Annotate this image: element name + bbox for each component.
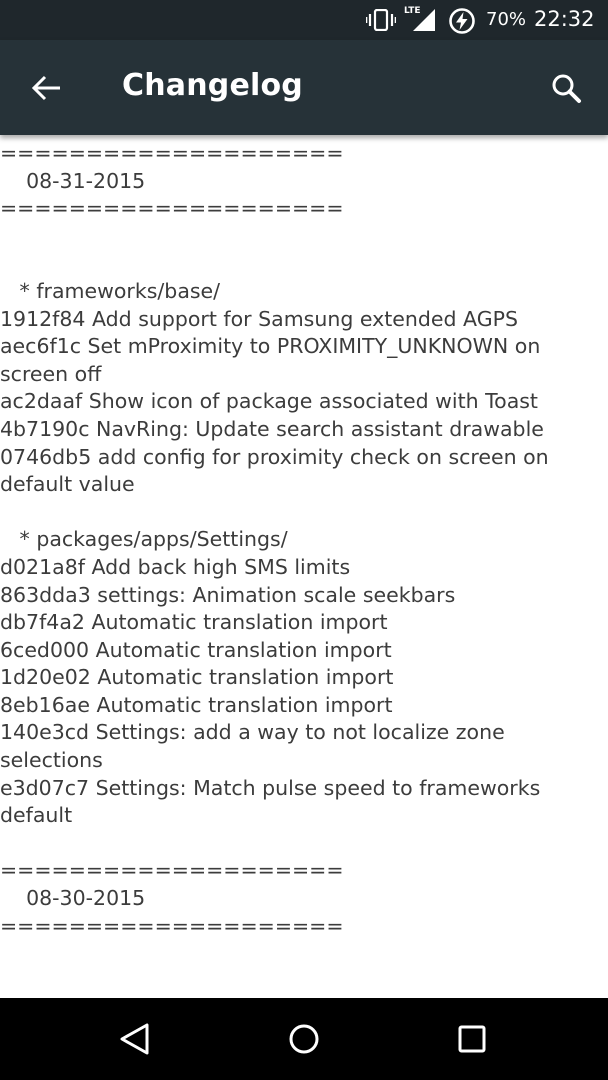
battery-charging-icon [449, 8, 475, 34]
page-title: Changelog [122, 68, 303, 103]
changelog-line: 863dda3 settings: Animation scale seekba… [0, 582, 456, 607]
changelog-line [0, 223, 608, 251]
nav-home-icon [289, 1024, 319, 1054]
changelog-line: db7f4a2 Automatic translation import [0, 610, 388, 635]
changelog-line: ==================== [0, 196, 344, 221]
changelog-line: 08-30-2015 [0, 886, 146, 911]
changelog-line: selections [0, 748, 103, 773]
status-bar: LTE 70% 22:32 [0, 0, 608, 40]
changelog-line: 1912f84 Add support for Samsung extended… [0, 306, 518, 331]
changelog-line: 0746db5 add config for proximity check o… [0, 444, 549, 469]
nav-recents-button[interactable] [447, 1014, 497, 1064]
changelog-line: 6ced000 Automatic translation import [0, 637, 392, 662]
nav-back-button[interactable] [110, 1014, 160, 1064]
signal-icon [413, 9, 435, 31]
nav-recents-icon [458, 1025, 486, 1053]
changelog-line: 8eb16ae Automatic translation import [0, 692, 393, 717]
status-time: 22:32 [534, 7, 595, 31]
back-button[interactable] [20, 62, 72, 114]
navigation-bar [0, 998, 608, 1080]
app-bar: Changelog [0, 40, 608, 135]
changelog-line [0, 499, 608, 527]
changelog-line: ==================== [0, 858, 344, 883]
changelog-line: default value [0, 472, 135, 497]
changelog-line: ac2daaf Show icon of package associated … [0, 389, 538, 414]
network-type-label: LTE [404, 6, 421, 16]
changelog-line [0, 830, 608, 858]
changelog-line: e3d07c7 Settings: Match pulse speed to f… [0, 775, 541, 800]
changelog-line: 4b7190c NavRing: Update search assistant… [0, 416, 544, 441]
battery-percentage: 70% [486, 9, 527, 30]
changelog-line [0, 250, 608, 278]
changelog-line: d021a8f Add back high SMS limits [0, 554, 351, 579]
changelog-content[interactable]: ==================== 08-31-2015 ========… [0, 140, 608, 998]
changelog-line: * packages/apps/Settings/ [0, 527, 288, 552]
changelog-line: * frameworks/base/ [0, 278, 221, 303]
arrow-back-icon [31, 75, 60, 101]
search-button[interactable] [540, 62, 592, 114]
changelog-line: ==================== [0, 141, 344, 165]
changelog-line: screen off [0, 361, 102, 386]
nav-back-icon [120, 1023, 149, 1055]
search-icon [552, 74, 581, 103]
changelog-line: default [0, 803, 73, 828]
changelog-line: 140e3cd Settings: add a way to not local… [0, 720, 505, 745]
changelog-line: ==================== [0, 913, 344, 938]
nav-home-button[interactable] [279, 1014, 329, 1064]
vibrate-icon [366, 9, 396, 31]
changelog-line: aec6f1c Set mProximity to PROXIMITY_UNKN… [0, 334, 541, 359]
changelog-line: 1d20e02 Automatic translation import [0, 665, 394, 690]
changelog-line: 08-31-2015 [0, 168, 146, 193]
